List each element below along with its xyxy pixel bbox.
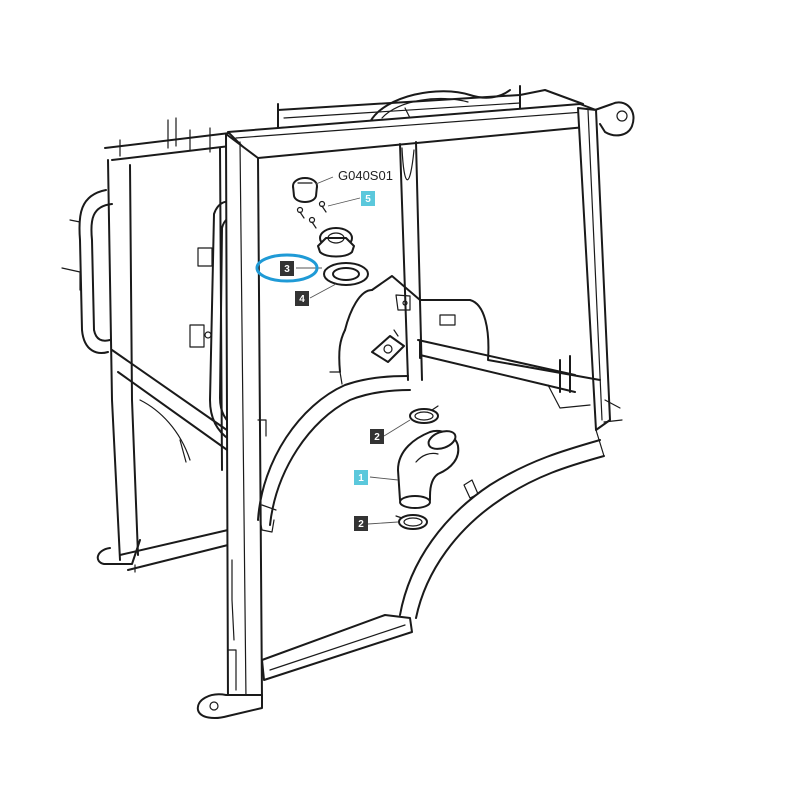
callout-5[interactable]: 5 xyxy=(361,191,375,206)
callout-2-lower[interactable]: 2 xyxy=(354,516,368,531)
part-cap xyxy=(292,177,318,203)
callout-label: 4 xyxy=(299,294,305,305)
callout-1[interactable]: 1 xyxy=(354,470,368,485)
part-vent-housing xyxy=(317,227,355,258)
part-screws xyxy=(296,200,327,229)
callout-label: 1 xyxy=(358,473,364,484)
part-gasket xyxy=(323,262,369,286)
callout-label: 3 xyxy=(284,264,290,275)
callout-label: 2 xyxy=(374,432,380,443)
leader-lines xyxy=(296,176,411,525)
part-clamp-upper xyxy=(409,405,439,424)
highlight-ring xyxy=(255,253,319,283)
callout-label: 5 xyxy=(365,194,371,205)
exploded-parts xyxy=(292,177,460,530)
callout-4[interactable]: 4 xyxy=(295,291,309,306)
callout-3[interactable]: 3 xyxy=(280,261,294,276)
part-elbow-hose xyxy=(397,430,460,509)
cab-frame xyxy=(61,85,635,719)
part-bracket xyxy=(371,329,405,363)
drawing-code: G040S01 xyxy=(338,168,393,183)
callout-2-upper[interactable]: 2 xyxy=(370,429,384,444)
callout-label: 2 xyxy=(358,519,364,530)
part-clamp-lower xyxy=(395,514,428,530)
